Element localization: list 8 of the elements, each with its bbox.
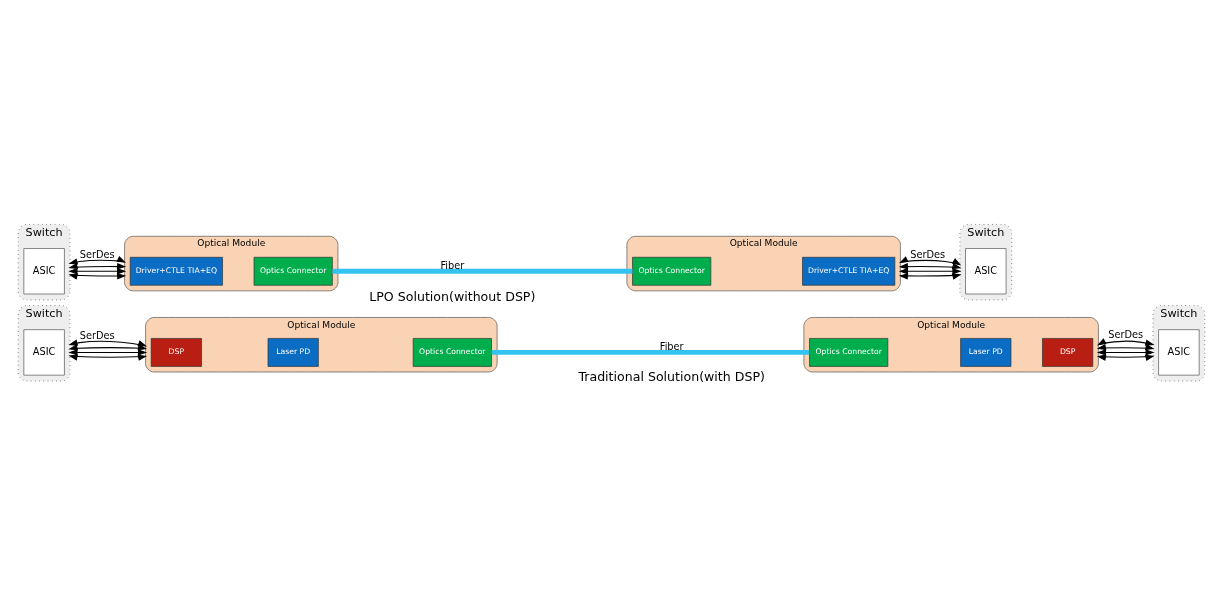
edge-label: Fiber xyxy=(440,259,465,271)
edge-label: SerDes xyxy=(1108,328,1144,340)
edge-label: SerDes xyxy=(910,248,946,260)
edge-label: SerDes xyxy=(79,329,115,341)
label: Traditional Solution(with DSP) xyxy=(578,368,765,384)
label: LPO Solution(without DSP) xyxy=(369,288,536,304)
edge-label: Fiber xyxy=(659,340,684,352)
edge-label: SerDes xyxy=(79,248,115,260)
